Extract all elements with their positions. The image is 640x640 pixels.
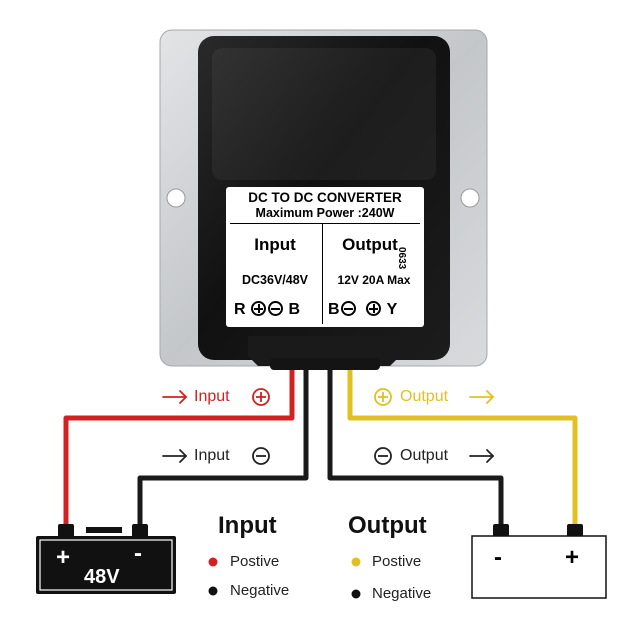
cable-grommet-bottom [270, 358, 380, 370]
plus-symbol-input [252, 388, 270, 406]
battery-body [36, 536, 176, 594]
battery-plus: + [56, 544, 71, 571]
wire-input-negative [137, 370, 309, 530]
plus-circle-icon [366, 301, 382, 316]
pin-output-left: B [328, 301, 340, 318]
legend-dot-output-positive [351, 557, 361, 567]
spec-label: DC TO DC CONVERTER Maximum Power :240W I… [226, 187, 424, 327]
label-serial: 0633 [396, 247, 407, 270]
pin-input-left: R [234, 301, 246, 318]
load-box [471, 535, 607, 599]
arrow-output-negative [469, 449, 495, 463]
minus-circle-icon [340, 301, 356, 316]
terminal-load-negative [493, 524, 509, 538]
label-subtitle: Maximum Power :240W [255, 206, 395, 220]
arrow-output-positive [469, 390, 495, 404]
label-title: DC TO DC CONVERTER [248, 190, 402, 205]
wire-label-output-positive: Output [400, 388, 449, 405]
legend-dot-input-positive [208, 557, 218, 567]
label-divider-vertical [322, 224, 323, 324]
pin-output-right: Y [386, 301, 398, 318]
wire-input-positive [63, 370, 295, 530]
load-minus: - [494, 544, 502, 571]
battery-minus: - [134, 540, 142, 567]
wire-label-input-negative: Input [194, 447, 230, 464]
battery-label: 48V [84, 566, 120, 588]
legend-output-negative: Negative [372, 585, 432, 602]
minus-circle-icon [268, 301, 284, 316]
wire-output-negative [327, 370, 504, 530]
label-output-heading: Output [342, 235, 398, 254]
mount-hole-right [460, 188, 480, 208]
legend-dot-input-negative [208, 586, 218, 596]
arrow-input-negative [162, 449, 188, 463]
label-output-spec: 12V 20A Max [337, 273, 411, 287]
housing-highlight [212, 48, 436, 180]
plus-symbol-output [374, 388, 392, 406]
legend-input-title: Input [218, 512, 277, 539]
legend-input-positive: Postive [230, 553, 280, 570]
legend-input-negative: Negative [230, 582, 290, 599]
minus-symbol-input [252, 447, 270, 465]
wire-output-positive [347, 370, 578, 530]
terminal-load-positive [567, 524, 583, 538]
arrow-input-positive [162, 390, 188, 404]
label-divider-horizontal [230, 223, 420, 224]
load-plus: + [565, 544, 580, 571]
wire-label-input-positive: Input [194, 388, 230, 405]
plus-circle-icon [251, 301, 267, 316]
mount-hole-left [166, 188, 186, 208]
legend-output-title: Output [348, 512, 427, 539]
label-input-heading: Input [254, 235, 296, 254]
terminal-battery-positive [58, 524, 74, 538]
label-output-pins: B Y [328, 301, 397, 319]
label-input-voltage: DC36V/48V [241, 273, 308, 287]
label-input-pins: R B [234, 301, 300, 319]
minus-symbol-output [374, 447, 392, 465]
battery-inner-frame [39, 539, 173, 591]
pin-input-right: B [288, 301, 301, 318]
terminal-battery-negative [132, 524, 148, 538]
battery-cap [86, 527, 122, 533]
legend-output-positive: Postive [372, 553, 422, 570]
legend-dot-output-negative [351, 589, 361, 599]
wire-label-output-negative: Output [400, 447, 449, 464]
